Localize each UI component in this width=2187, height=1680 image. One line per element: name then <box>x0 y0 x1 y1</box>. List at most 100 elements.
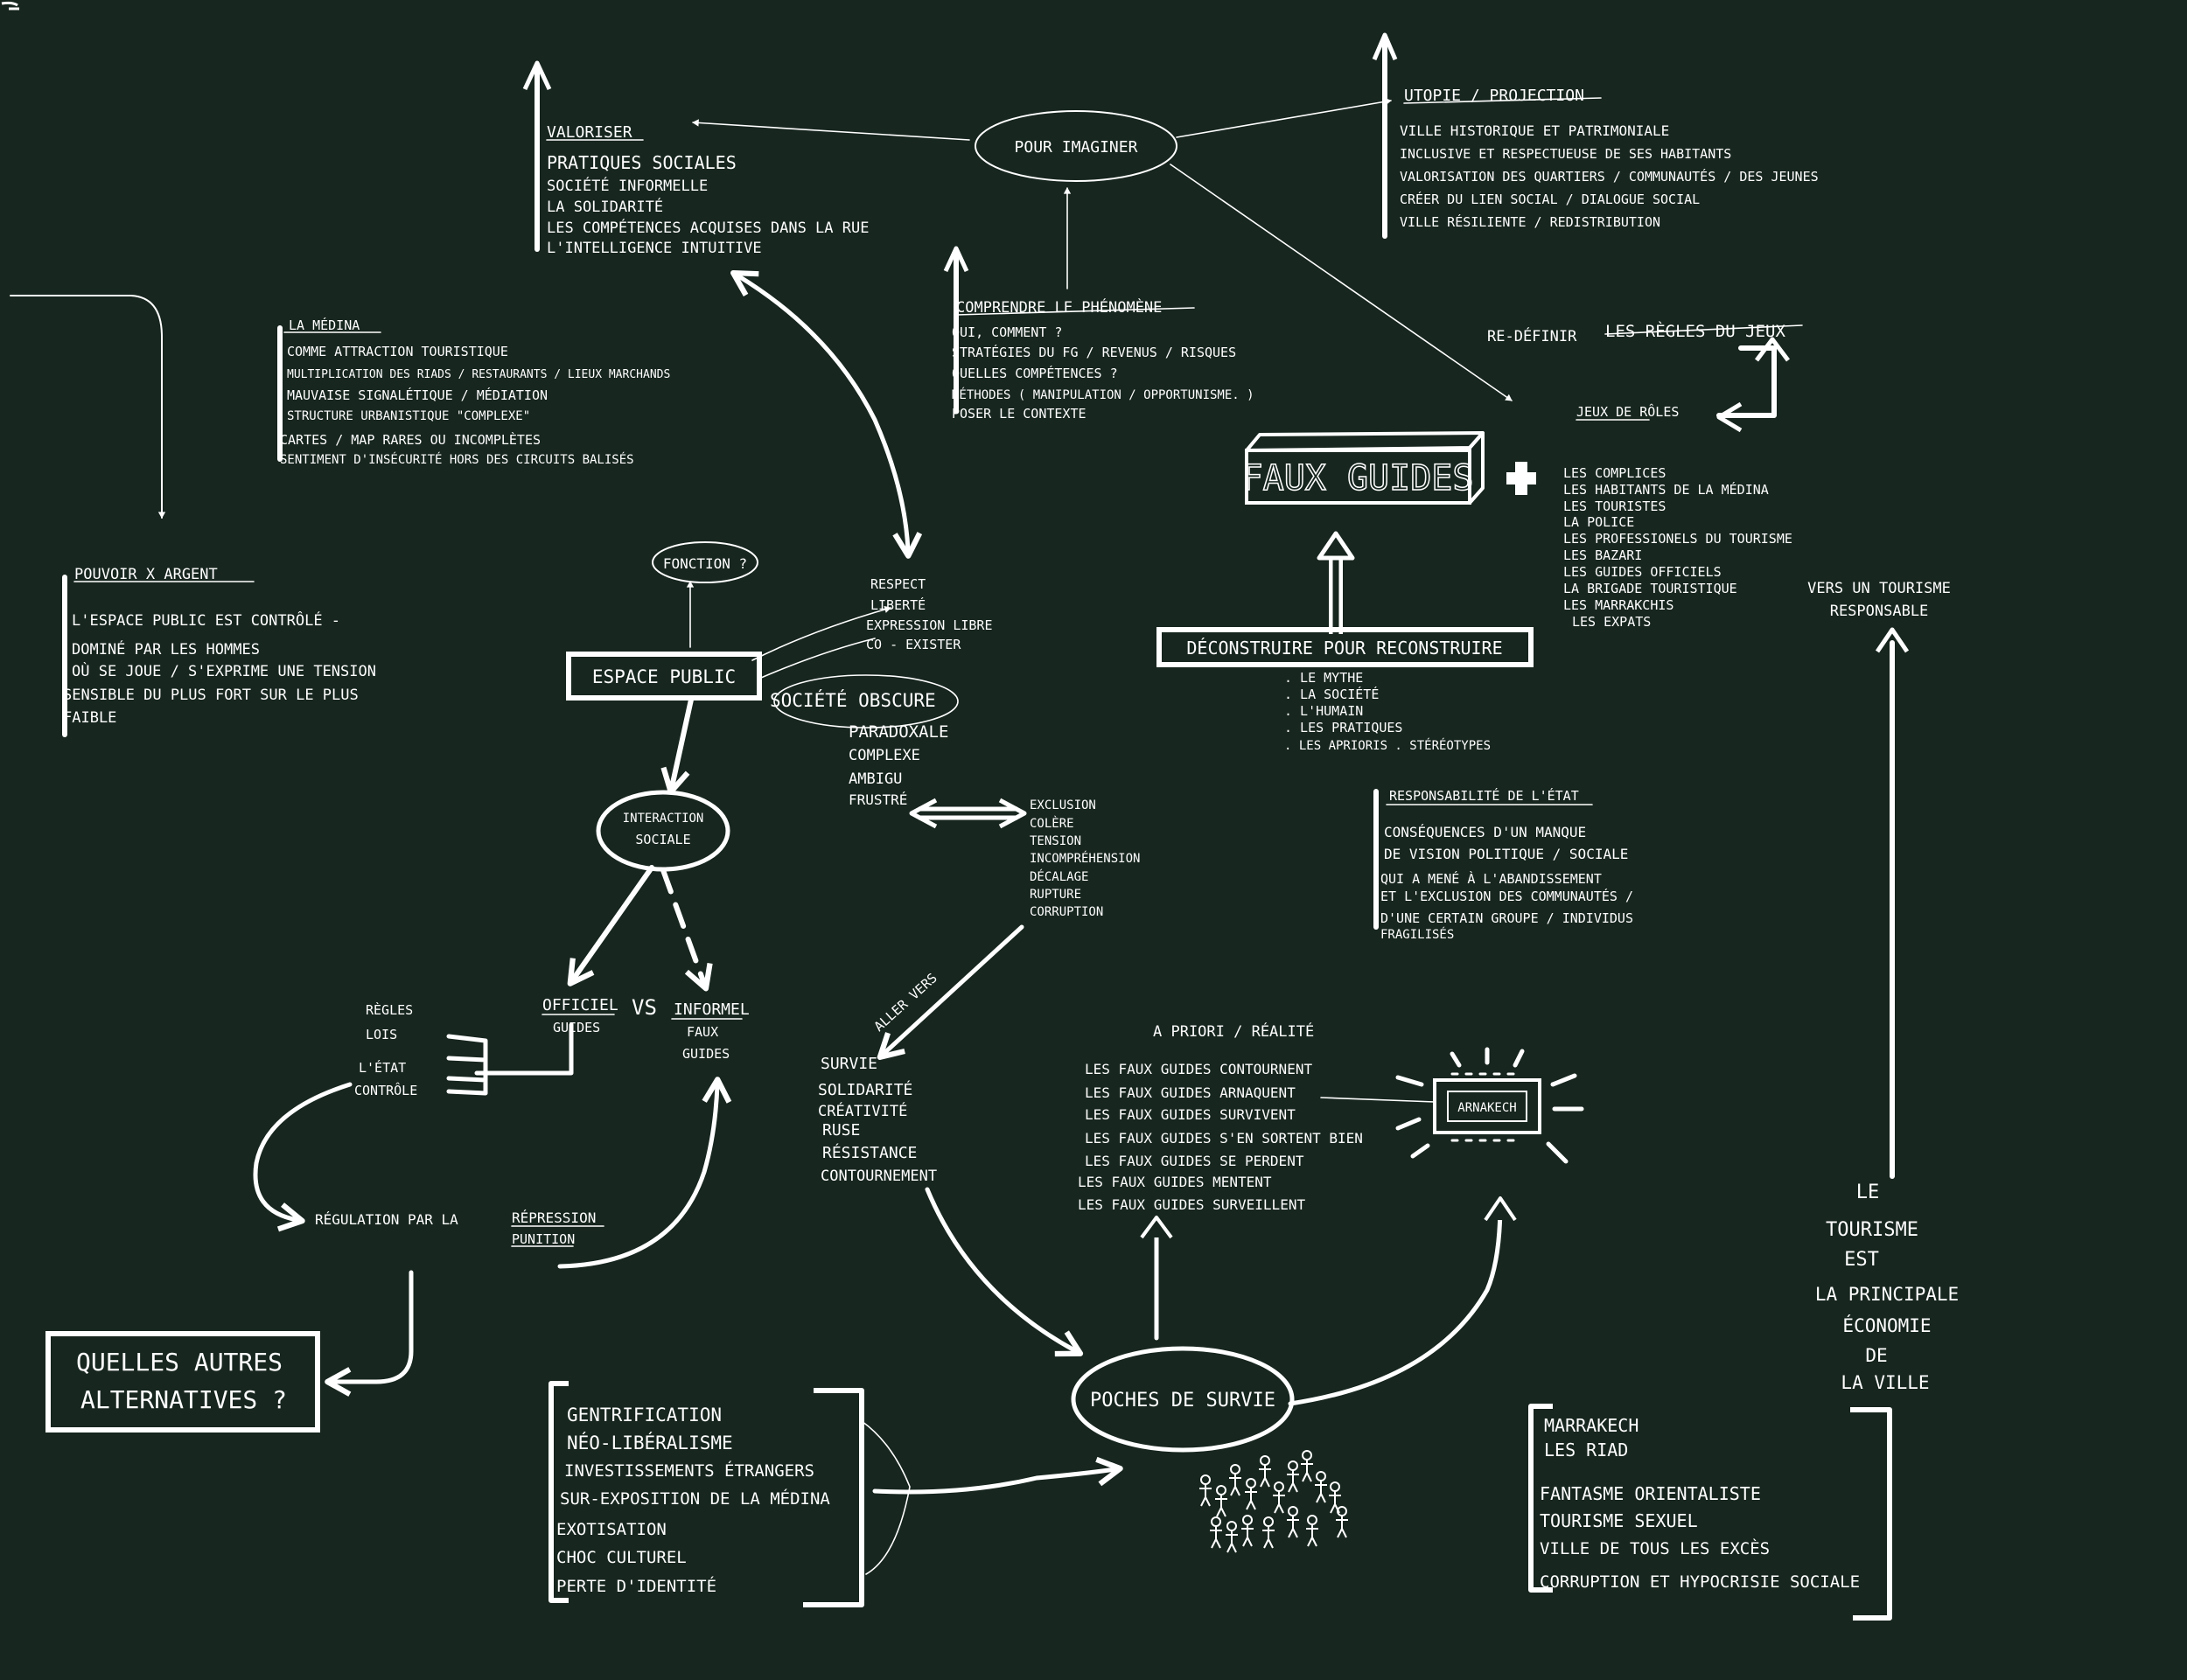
respect-item: respect <box>870 576 926 592</box>
quelles-box <box>45 1331 320 1433</box>
arnakech-box <box>1395 1047 1584 1164</box>
quelles-line: quelles autres <box>76 1348 283 1377</box>
pour-imaginer-label: pour imaginer <box>1015 138 1138 157</box>
survie-item: résistance <box>822 1143 917 1162</box>
regles-item: lois <box>366 1027 397 1042</box>
gentrification-item: choc culturel <box>556 1548 687 1567</box>
acteur-item: les bazari <box>1563 547 1642 563</box>
redefinir-label: re-définir <box>1487 326 1577 345</box>
medina-item: multiplication des riads / restaurants /… <box>287 368 670 381</box>
le-tourisme-line: de <box>1865 1345 1887 1366</box>
apriori-title: a priori / réalité <box>1153 1021 1314 1041</box>
vers-tourisme-line: vers un tourisme <box>1807 580 1951 597</box>
pouvoir-item: sensible du plus fort sur le plus <box>63 687 359 704</box>
responsabilite-item: conséquences d'un manque <box>1384 824 1586 840</box>
quelles-line: alternatives ? <box>80 1385 287 1414</box>
acteur-item: les guides officiels <box>1563 564 1722 580</box>
apriori-item: les faux guides survivent <box>1085 1106 1296 1123</box>
responsabilite-item: qui a mené à l'abandissement <box>1380 870 1602 887</box>
arnakech-label: arnakech <box>1457 1101 1516 1115</box>
medina-title: la médina <box>289 317 360 333</box>
comprendre-up-arrow <box>943 246 969 414</box>
utopie-item: inclusive et respectueuse de ses habitan… <box>1400 146 1731 162</box>
utopie-up-arrow <box>1372 32 1398 239</box>
comprendre-item: stratégies du fg / revenus / risques <box>952 344 1236 360</box>
deconstruire-title: déconstruire pour reconstruire <box>1186 638 1502 659</box>
deconstruire-item: . le mythe <box>1284 670 1363 686</box>
regles-item: l'état <box>359 1059 406 1076</box>
responsabilite-item: et l'exclusion des communautés / <box>1380 888 1633 904</box>
shapes <box>1 1 1892 1621</box>
medina-item: cartes / map rares ou incomplètes <box>280 431 541 448</box>
survie-item: contournement <box>821 1168 937 1185</box>
deconstruire-item: . la société <box>1284 686 1379 702</box>
medina-item: sentiment d'insécurité hors des circuits… <box>280 452 634 467</box>
utopie-item: valorisation des quartiers / communautés… <box>1400 168 1819 185</box>
comprendre-item: quelles compétences ? <box>952 365 1118 381</box>
apriori-item: les faux guides surveillent <box>1078 1196 1305 1213</box>
acteur-item: les complices <box>1563 465 1666 481</box>
acteur-item: les marrakchis <box>1563 597 1673 613</box>
interaction-line: interaction <box>623 812 704 826</box>
gentrification-item: néo-libéralisme <box>567 1432 733 1453</box>
comprendre-item: méthodes ( manipulation / opportunisme. … <box>952 387 1254 402</box>
exclusion-item: rupture <box>1030 888 1081 902</box>
societe-obscure-item: ambigu <box>849 770 902 788</box>
marrakech-item: fantasme orientaliste <box>1540 1483 1761 1504</box>
informel-sub: faux <box>687 1024 718 1040</box>
gentrification-bracket-left <box>548 1381 569 1603</box>
marrakech-item: les riad <box>1544 1440 1628 1460</box>
marrakech-bracket-left <box>1528 1404 1553 1593</box>
regulation-punition: punition <box>512 1231 575 1247</box>
survie-item: ruse <box>822 1121 860 1140</box>
societe-obscure-title: société obscure <box>770 689 936 711</box>
exclusion-item: colère <box>1030 816 1074 831</box>
comprendre-item: qui, comment ? <box>952 324 1062 340</box>
pouvoir-item: l'espace public est contrôlé - <box>72 610 340 630</box>
acteur-item: la brigade touristique <box>1563 581 1737 596</box>
medina-item: comme attraction touristique <box>287 344 508 359</box>
espace-public-label: espace public <box>592 666 736 687</box>
connectors <box>10 32 1910 1575</box>
survie-item: solidarité <box>818 1080 912 1099</box>
informel-sub: guides <box>682 1046 730 1062</box>
jeux-roles-label: jeux de rôles <box>1576 403 1679 420</box>
deconstruire-box <box>1156 627 1534 667</box>
valoriser-title: valoriser <box>547 123 632 142</box>
valoriser-item: la solidarité <box>547 197 663 216</box>
regulation-repression: répression <box>512 1209 596 1226</box>
deconstruire-item: . l'humain <box>1284 703 1363 719</box>
fonction-label: fonction ? <box>663 555 747 572</box>
gentrification-item: exotisation <box>556 1520 667 1539</box>
espace-public-box <box>566 652 762 701</box>
utopie-title: utopie / projection <box>1404 87 1584 105</box>
gentrification-bracket-right <box>803 1388 864 1607</box>
pouvoir-title: pouvoir x argent <box>74 566 218 583</box>
regles-item: contrôle <box>354 1082 417 1098</box>
regles-item: règles <box>366 1001 413 1018</box>
pouvoir-item: où se joue / s'exprime une tension <box>72 661 376 680</box>
apriori-item: les faux guides mentent <box>1078 1174 1272 1190</box>
exclusion-item: corruption <box>1030 905 1103 919</box>
pouvoir-item: dominé par les hommes <box>72 639 260 659</box>
marrakech-item: corruption et hypocrisie sociale <box>1540 1572 1860 1592</box>
exclusion-item: tension <box>1030 834 1081 848</box>
survie-item: survie <box>821 1055 877 1073</box>
marrakech-item: ville de tous les excès <box>1540 1538 1770 1558</box>
gentrification-item: perte d'identité <box>556 1576 716 1596</box>
poches-ellipse <box>1071 1346 1295 1453</box>
faux-guides-box <box>1245 431 1485 505</box>
deconstruire-item: . les pratiques <box>1284 720 1402 735</box>
informel-title: informel <box>674 1000 750 1019</box>
medina-item: structure urbanistique "complexe" <box>287 409 530 423</box>
acteur-item: les habitants de la médina <box>1563 481 1769 498</box>
exclusion-item: incompréhension <box>1030 851 1140 866</box>
responsabilite-title: responsabilité de l'état <box>1389 787 1579 804</box>
exclusion-item: décalage <box>1030 869 1088 884</box>
valoriser-up-arrow <box>522 60 552 252</box>
le-tourisme-line: économie <box>1842 1314 1931 1336</box>
valoriser-item: l'intelligence intuitive <box>547 240 762 257</box>
gentrification-item: investissements étrangers <box>564 1460 814 1481</box>
gentrification-item: gentrification <box>567 1405 722 1426</box>
